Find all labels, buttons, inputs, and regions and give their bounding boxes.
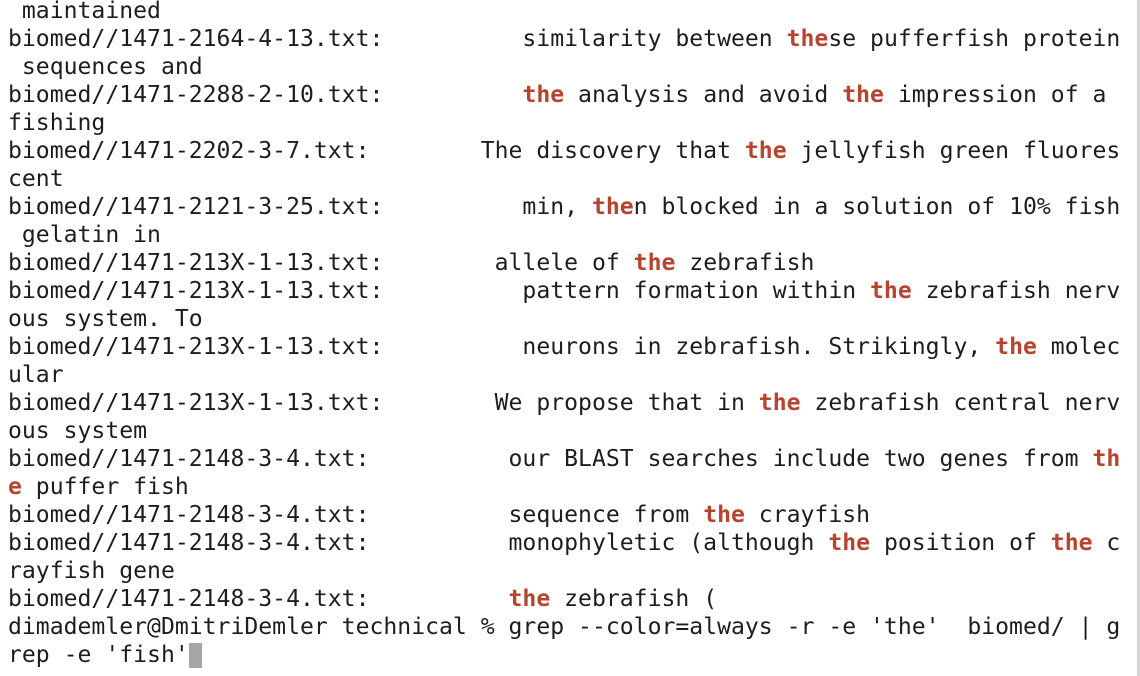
terminal-line: biomed//1471-2164-4-13.txt: similarity b…: [8, 25, 1136, 53]
match-highlight: the: [1050, 530, 1093, 556]
terminal-line: biomed//1471-2121-3-25.txt: min, then bl…: [8, 193, 1136, 221]
line-text: biomed//1471-2121-3-25.txt: min,: [8, 194, 592, 220]
line-text: fishing: [8, 110, 106, 136]
line-text: biomed//1471-2148-3-4.txt: sequence from: [8, 502, 704, 528]
line-text: sequences and: [8, 54, 203, 80]
line-text: ous system: [8, 418, 148, 444]
line-text: impression of a: [883, 82, 1107, 108]
terminal-line: biomed//1471-213X-1-13.txt: We propose t…: [8, 389, 1136, 417]
line-text: biomed//1471-213X-1-13.txt: We propose t…: [8, 390, 759, 416]
terminal-line: gelatin in: [8, 221, 1136, 249]
terminal-line: sequences and: [8, 53, 1136, 81]
line-text: ular: [8, 362, 64, 388]
match-highlight: e: [8, 474, 22, 500]
terminal-line: maintained: [8, 0, 1136, 25]
line-text: biomed//1471-2164-4-13.txt: similarity b…: [8, 26, 787, 52]
terminal-line: biomed//1471-213X-1-13.txt: allele of th…: [8, 249, 1136, 277]
line-text: n blocked in a solution of 10% fish: [633, 194, 1121, 220]
line-text: zebrafish (: [550, 586, 718, 612]
line-text: se pufferfish protein: [828, 26, 1121, 52]
terminal-line: e puffer fish: [8, 473, 1136, 501]
line-text: rayfish gene: [8, 558, 175, 584]
terminal-line: biomed//1471-2202-3-7.txt: The discovery…: [8, 137, 1136, 165]
text-cursor: [188, 643, 202, 668]
terminal-line: ous system. To: [8, 305, 1136, 333]
terminal-line: biomed//1471-2148-3-4.txt: sequence from…: [8, 501, 1136, 529]
match-highlight: the: [995, 334, 1037, 360]
line-text: biomed//1471-213X-1-13.txt: allele of: [8, 250, 634, 276]
line-text: gelatin in: [8, 222, 161, 248]
terminal-line: biomed//1471-2288-2-10.txt: the analysis…: [8, 81, 1136, 109]
match-highlight: the: [591, 194, 634, 220]
match-highlight: the: [633, 250, 676, 276]
line-text: ous system. To: [8, 306, 203, 332]
terminal-line: biomed//1471-2148-3-4.txt: monophyletic …: [8, 529, 1136, 557]
line-text: zebrafish nerv: [911, 278, 1121, 304]
match-highlight: the: [842, 82, 884, 108]
line-text: molec: [1036, 334, 1121, 360]
terminal-line: ular: [8, 361, 1136, 389]
match-highlight: the: [828, 530, 871, 556]
terminal-line: biomed//1471-213X-1-13.txt: pattern form…: [8, 277, 1136, 305]
terminal-line: biomed//1471-2148-3-4.txt: our BLAST sea…: [8, 445, 1136, 473]
match-highlight: the: [508, 586, 551, 612]
line-text: position of: [870, 530, 1051, 556]
match-highlight: the: [786, 26, 829, 52]
line-text: zebrafish: [675, 250, 815, 276]
line-text: dimademler@DmitriDemler technical % grep…: [8, 614, 1121, 640]
line-text: maintained: [8, 0, 161, 24]
terminal-line: rayfish gene: [8, 557, 1136, 585]
terminal-line: fishing: [8, 109, 1136, 137]
match-highlight: th: [1092, 446, 1121, 472]
match-highlight: the: [522, 82, 565, 108]
match-highlight: the: [870, 278, 912, 304]
line-text: c: [1092, 530, 1121, 556]
line-text: biomed//1471-213X-1-13.txt: neurons in z…: [8, 334, 996, 360]
match-highlight: the: [744, 138, 787, 164]
terminal-line: biomed//1471-213X-1-13.txt: neurons in z…: [8, 333, 1136, 361]
line-text: biomed//1471-2288-2-10.txt:: [8, 82, 523, 108]
line-text: cent: [8, 166, 64, 192]
line-text: biomed//1471-2148-3-4.txt: our BLAST sea…: [8, 446, 1093, 472]
line-text: jellyfish green fluores: [786, 138, 1121, 164]
match-highlight: the: [758, 390, 801, 416]
line-text: biomed//1471-2148-3-4.txt:: [8, 586, 509, 612]
terminal-line: biomed//1471-2148-3-4.txt: the zebrafish…: [8, 585, 1136, 613]
line-text: puffer fish: [21, 474, 189, 500]
line-text: rep -e 'fish': [8, 642, 189, 668]
terminal-line: dimademler@DmitriDemler technical % grep…: [8, 613, 1136, 641]
line-text: analysis and avoid: [564, 82, 843, 108]
terminal-line: ous system: [8, 417, 1136, 445]
scrollbar-edge[interactable]: [1137, 0, 1140, 676]
match-highlight: the: [703, 502, 745, 528]
line-text: crayfish: [744, 502, 871, 528]
line-text: biomed//1471-213X-1-13.txt: pattern form…: [8, 278, 871, 304]
terminal-line: rep -e 'fish': [8, 641, 1136, 669]
line-text: biomed//1471-2148-3-4.txt: monophyletic …: [8, 530, 829, 556]
line-text: zebrafish central nerv: [800, 390, 1121, 416]
line-text: biomed//1471-2202-3-7.txt: The discovery…: [8, 138, 745, 164]
terminal-line: cent: [8, 165, 1136, 193]
